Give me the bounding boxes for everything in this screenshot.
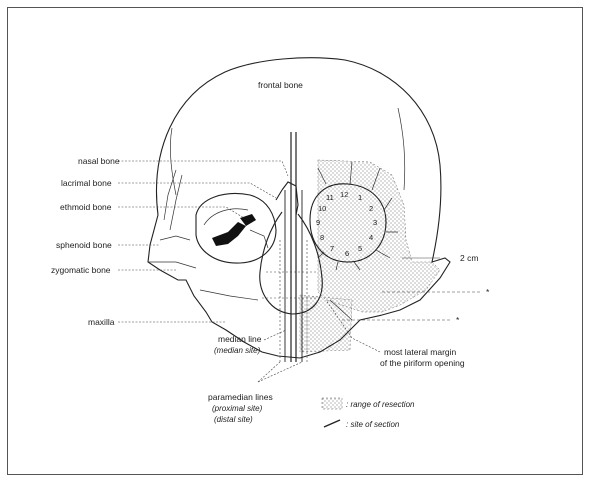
label-median-site: (median site) bbox=[214, 346, 261, 355]
asterisk-upper: * bbox=[486, 287, 490, 297]
clock-5: 5 bbox=[358, 244, 362, 253]
asterisk-lower: * bbox=[456, 315, 460, 325]
label-paramedian-lines: paramedian lines bbox=[208, 392, 273, 402]
left-orbit bbox=[196, 194, 276, 264]
legend-site-of-section: : site of section bbox=[346, 420, 400, 429]
label-ethmoid-bone: ethmoid bone bbox=[60, 202, 112, 212]
label-proximal-site: (proximal site) bbox=[212, 404, 263, 413]
clock-2: 2 bbox=[369, 204, 373, 213]
label-nasal-bone: nasal bone bbox=[78, 156, 120, 166]
legend-section-swatch bbox=[324, 420, 340, 427]
clock-1: 1 bbox=[358, 193, 362, 202]
label-2cm: 2 cm bbox=[460, 253, 478, 263]
label-sphenoid-bone: sphenoid bone bbox=[56, 240, 112, 250]
label-frontal-bone: frontal bone bbox=[258, 80, 303, 90]
clock-4: 4 bbox=[369, 233, 373, 242]
label-median-line: median line bbox=[218, 334, 262, 344]
label-maxilla: maxilla bbox=[88, 317, 115, 327]
label-lacrimal-bone: lacrimal bone bbox=[61, 178, 112, 188]
clock-6: 6 bbox=[345, 249, 349, 258]
clock-3: 3 bbox=[373, 218, 377, 227]
label-zygomatic-bone: zygomatic bone bbox=[51, 265, 111, 275]
clock-7: 7 bbox=[330, 244, 334, 253]
resection-range-area bbox=[300, 160, 440, 352]
label-distal-site: (distal site) bbox=[214, 415, 253, 424]
clock-10: 10 bbox=[318, 204, 326, 213]
clock-12: 12 bbox=[340, 190, 348, 199]
legend: : range of resection : site of section bbox=[322, 398, 415, 429]
label-lateral-margin-1: most lateral margin bbox=[384, 347, 457, 357]
label-lateral-margin-2: of the piriform opening bbox=[380, 358, 465, 368]
clock-8: 8 bbox=[320, 233, 324, 242]
legend-resection-swatch bbox=[322, 398, 342, 409]
clock-9: 9 bbox=[316, 218, 320, 227]
clock-11: 11 bbox=[326, 193, 334, 202]
legend-range-of-resection: : range of resection bbox=[346, 400, 415, 409]
